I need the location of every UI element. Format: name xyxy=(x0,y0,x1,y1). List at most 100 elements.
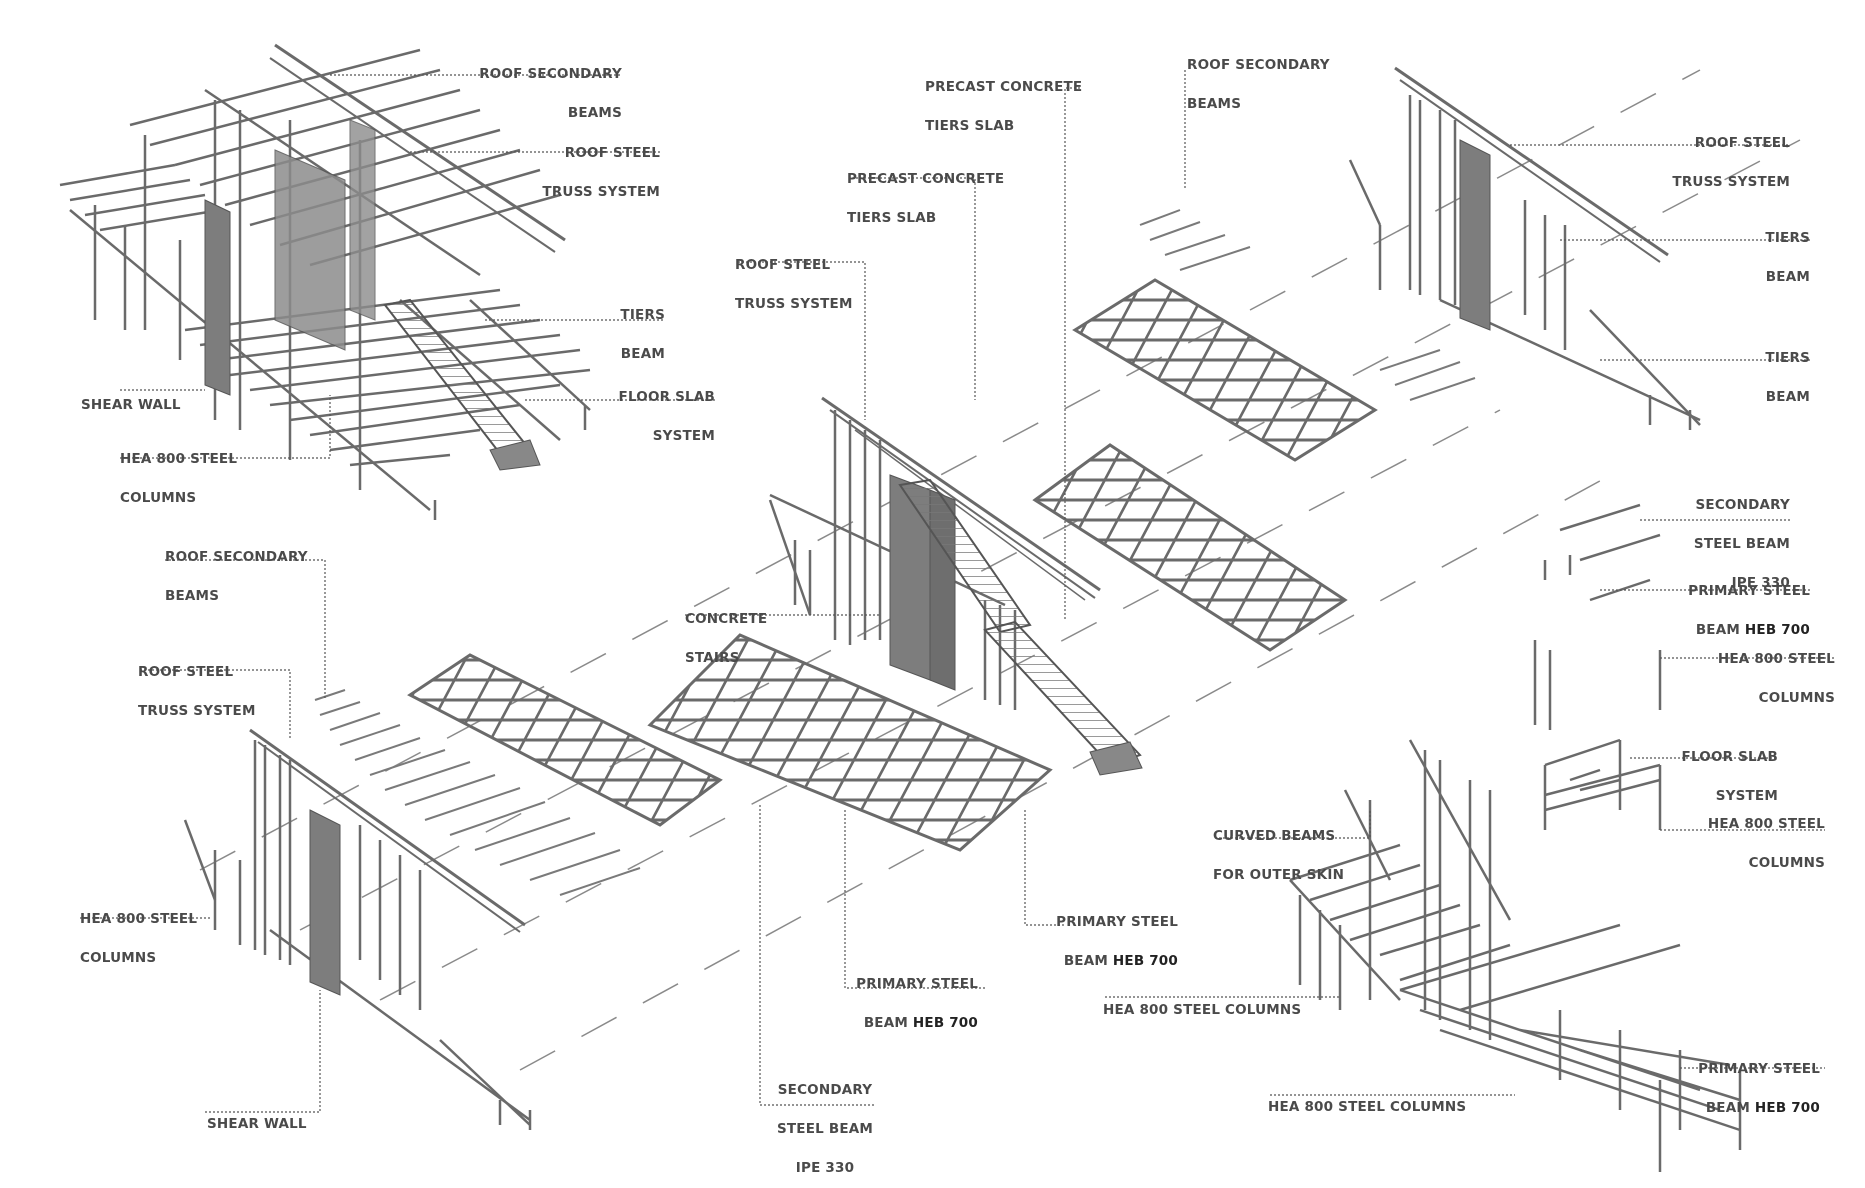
label-tr-roof-truss: ROOF STEEL TRUSS SYSTEM xyxy=(1650,111,1790,202)
label-tr-tiers-beam-1: TIERS BEAM xyxy=(1745,206,1810,297)
centre-stair-upper xyxy=(898,478,1032,634)
bottom-right-tribune xyxy=(1289,739,1742,1172)
label-line: BEAM xyxy=(620,346,665,362)
label-line: ROOF SECONDARY xyxy=(165,549,308,565)
label-line: COLUMNS xyxy=(1758,690,1835,706)
label-line: CONCRETE xyxy=(685,611,768,627)
label-line: BEAM HEB 700 xyxy=(1035,953,1178,969)
label-line: BEAM HEB 700 xyxy=(1670,622,1810,638)
label-line: ROOF SECONDARY xyxy=(1187,57,1330,73)
label-br-primary-beam: PRIMARY STEEL BEAM HEB 700 xyxy=(1680,1037,1820,1128)
label-line: COLUMNS xyxy=(1748,855,1825,871)
label-bm-secondary: SECONDARY STEEL BEAM IPE 330 xyxy=(770,1058,880,1188)
leader-lines xyxy=(80,70,1835,1113)
label-r-hea-columns-1: HEA 800 STEEL COLUMNS xyxy=(1695,627,1835,718)
label-line: CURVED BEAMS xyxy=(1213,828,1336,844)
label-line: TRUSS SYSTEM xyxy=(1672,174,1790,190)
label-text: BEAM xyxy=(1695,622,1745,638)
label-mid-precast-top: PRECAST CONCRETE TIERS SLAB xyxy=(925,55,1082,146)
label-tl-hea-columns: HEA 800 STEEL COLUMNS xyxy=(120,427,237,518)
label-text: BEAM xyxy=(863,1015,913,1031)
label-line: FOR OUTER SKIN xyxy=(1213,867,1345,883)
right-detail xyxy=(1533,503,1662,830)
label-tr-roof-secondary: ROOF SECONDARY BEAMS xyxy=(1187,33,1330,124)
label-line: SECONDARY xyxy=(777,1082,873,1098)
label-line: BEAMS xyxy=(567,105,622,121)
tr-shear-wall xyxy=(1459,139,1491,331)
label-br-curved-beams: CURVED BEAMS FOR OUTER SKIN xyxy=(1213,804,1344,895)
label-line: BEAMS xyxy=(1187,96,1242,112)
label-line: STEEL BEAM xyxy=(1693,536,1790,552)
label-br-hea-columns-1: HEA 800 STEEL COLUMNS xyxy=(1103,978,1301,1030)
label-line: TRUSS SYSTEM xyxy=(735,296,853,312)
label-line: SHEAR WALL xyxy=(81,397,181,413)
label-line: COLUMNS xyxy=(80,950,157,966)
label-line: HEA 800 STEEL COLUMNS xyxy=(1103,1002,1302,1018)
label-line: SECONDARY xyxy=(1695,497,1790,513)
label-line: BEAM HEB 700 xyxy=(1680,1100,1820,1116)
slab-c xyxy=(1032,443,1348,652)
slab-d xyxy=(1072,278,1378,462)
label-line: FLOOR SLAB xyxy=(1681,749,1778,765)
label-line: SHEAR WALL xyxy=(207,1116,307,1132)
label-line: TRUSS SYSTEM xyxy=(542,184,660,200)
label-text: BEAM xyxy=(1063,953,1113,969)
label-r-secondary-beam: SECONDARY STEEL BEAM IPE 330 xyxy=(1680,473,1790,603)
bottom-left-tribune xyxy=(183,728,532,1130)
bl-shear-wall xyxy=(309,809,341,996)
label-line: BEAM xyxy=(1765,389,1810,405)
label-line: HEA 800 STEEL xyxy=(80,911,198,927)
label-line: PRECAST CONCRETE xyxy=(847,171,1005,187)
label-br-hea-columns-2: HEA 800 STEEL COLUMNS xyxy=(1268,1075,1466,1127)
label-bl-hea-columns: HEA 800 STEEL COLUMNS xyxy=(80,887,197,978)
label-tl-roof-secondary-beams: ROOF SECONDARY BEAMS xyxy=(470,42,622,133)
label-line: SYSTEM xyxy=(1715,788,1778,804)
label-line: PRIMARY STEEL xyxy=(1056,914,1178,930)
label-bl-roof-truss: ROOF STEEL TRUSS SYSTEM xyxy=(138,640,256,731)
centre-stair-lower xyxy=(983,620,1142,767)
label-line: TIERS SLAB xyxy=(925,118,1015,134)
label-text: BEAM xyxy=(1705,1100,1755,1116)
centre-tribune xyxy=(768,396,1101,710)
beam-size: HEB 700 xyxy=(1112,953,1178,969)
label-line: IPE 330 xyxy=(795,1160,855,1176)
label-line: TRUSS SYSTEM xyxy=(138,703,256,719)
label-line: TIERS xyxy=(1765,350,1810,366)
label-line: SYSTEM xyxy=(652,428,715,444)
label-line: HEA 800 STEEL xyxy=(1717,651,1835,667)
label-tl-roof-truss: ROOF STEEL TRUSS SYSTEM xyxy=(520,121,660,212)
label-line: COLUMNS xyxy=(120,490,197,506)
label-line: TIERS xyxy=(1765,230,1810,246)
label-line: HEA 800 STEEL xyxy=(1707,816,1825,832)
slab-grids xyxy=(407,278,1378,852)
beam-size: HEB 700 xyxy=(912,1015,978,1031)
label-line: ROOF STEEL xyxy=(1694,135,1790,151)
label-r-primary-beam: PRIMARY STEEL BEAM HEB 700 xyxy=(1670,559,1810,650)
label-line: TIERS SLAB xyxy=(847,210,937,226)
label-line: BEAM xyxy=(1765,269,1810,285)
label-line: PRECAST CONCRETE xyxy=(925,79,1083,95)
tl-core-wall-2 xyxy=(349,119,376,321)
slab-b xyxy=(647,633,1053,852)
label-line: STAIRS xyxy=(685,650,740,666)
secondary-beam-arrays xyxy=(314,209,1476,896)
label-line: PRIMARY STEEL xyxy=(1688,583,1810,599)
label-line: TIERS xyxy=(620,307,665,323)
label-line: HEA 800 STEEL xyxy=(120,451,238,467)
label-line: PRIMARY STEEL xyxy=(856,976,978,992)
label-bl-shear-wall: SHEAR WALL xyxy=(207,1092,307,1144)
label-mid-concrete-stairs: CONCRETE STAIRS xyxy=(685,587,767,678)
label-tl-tiers-beam: TIERS BEAM xyxy=(600,283,665,374)
label-line: FLOOR SLAB xyxy=(618,389,715,405)
beam-size: HEB 700 xyxy=(1744,622,1810,638)
label-line: ROOF STEEL xyxy=(735,257,831,273)
label-r-hea-columns-2: HEA 800 STEEL COLUMNS xyxy=(1685,792,1825,883)
label-tr-tiers-beam-2: TIERS BEAM xyxy=(1745,326,1810,417)
label-line: HEA 800 STEEL COLUMNS xyxy=(1268,1099,1467,1115)
label-bl-roof-secondary: ROOF SECONDARY BEAMS xyxy=(165,525,308,616)
label-mid-precast: PRECAST CONCRETE TIERS SLAB xyxy=(847,147,1004,238)
label-line: BEAMS xyxy=(165,588,220,604)
tl-shear-wall xyxy=(204,199,231,396)
